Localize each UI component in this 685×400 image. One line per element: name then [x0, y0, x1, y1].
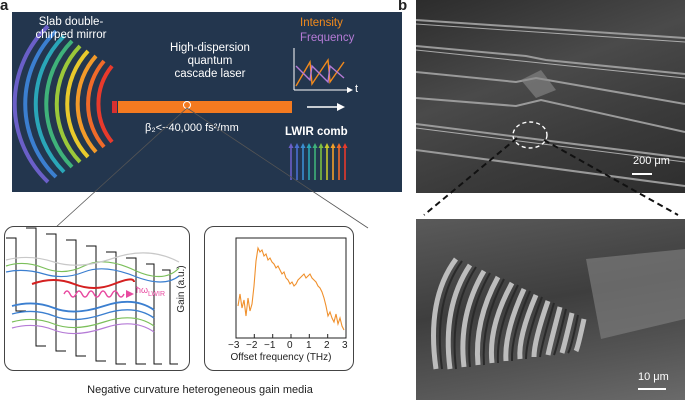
- gain-plot: [235, 237, 347, 339]
- gain-xlabel: Offset frequency (THz): [230, 352, 332, 363]
- gain-plot-box: [204, 226, 354, 371]
- time-axis-label: t: [355, 83, 359, 95]
- photon-symbol: ħω: [136, 285, 149, 295]
- tick-label: −2: [246, 340, 258, 351]
- laser-label: High-dispersion quantum cascade laser: [170, 42, 250, 80]
- photon-label: ħωLWIR: [136, 285, 165, 298]
- tick-label: 2: [324, 340, 330, 351]
- tick-label: −1: [264, 340, 276, 351]
- band-diagram-box: [4, 226, 190, 371]
- legend-frequency: Frequency: [300, 32, 355, 44]
- chirped-mirror-arcs: [12, 24, 114, 184]
- tick-label: 1: [306, 340, 312, 351]
- mirror-label: Slab double- chirped mirror: [35, 16, 107, 41]
- sem-bottom-mirror: [431, 249, 685, 390]
- gain-tick-labels: −3 −2 −1 0 1 2 3: [226, 340, 356, 352]
- tick-label: −3: [228, 340, 240, 351]
- output-arrow-icon: [307, 103, 345, 111]
- panel-a-label: a: [0, 0, 9, 14]
- laser-schematic: [12, 24, 353, 184]
- zoom-region-icon: [512, 121, 548, 149]
- time-plot: [293, 48, 353, 93]
- legend-intensity: Intensity: [300, 17, 343, 29]
- laser-waveguide: [118, 101, 292, 113]
- band-diagram: [5, 227, 180, 365]
- comb-lines: [288, 143, 348, 180]
- panel-b-label: b: [398, 0, 408, 14]
- scale-label-top: 200 μm: [633, 155, 670, 167]
- mirror-tip: [112, 101, 117, 113]
- tick-label: 0: [287, 340, 293, 351]
- photon-wave-icon: [63, 290, 125, 298]
- gain-media-caption: Negative curvature heterogeneous gain me…: [87, 384, 313, 396]
- tick-label: 3: [342, 340, 348, 351]
- sem-top-waveguides: [416, 19, 685, 187]
- gain-curve: [237, 246, 345, 331]
- photon-subscript: LWIR: [148, 290, 166, 298]
- scale-label-bottom: 10 μm: [638, 371, 669, 383]
- gain-ticks: [235, 334, 347, 338]
- comb-label: LWIR comb: [285, 126, 348, 138]
